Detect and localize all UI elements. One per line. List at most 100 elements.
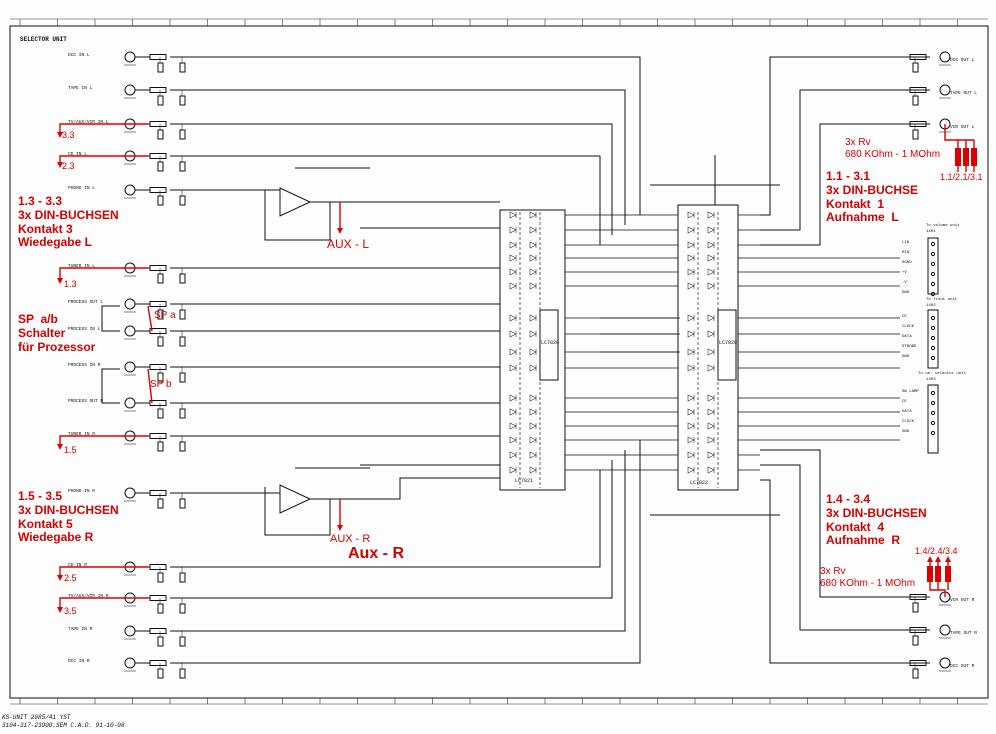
input-shunt-resistor-2 — [179, 498, 186, 509]
connector-sub-ref: 1403 — [926, 378, 936, 382]
connector-pin-label: STROBE — [902, 345, 917, 349]
input-label: PROCESS IN R — [68, 363, 101, 368]
switch-diode — [707, 211, 715, 219]
input-shunt-resistor-2 — [179, 62, 186, 73]
switch-diode — [529, 314, 537, 322]
input-shunt-resistor-2 — [179, 603, 186, 614]
red-arrow-13 — [57, 278, 63, 284]
switch-diode — [687, 254, 695, 262]
connector-pin — [930, 335, 936, 341]
note-left-15: 1.5 - 3.5 3x DIN-BUCHSEN Kontakt 5 Wiede… — [18, 489, 119, 545]
switch-diode — [529, 451, 537, 459]
switch-diode — [509, 211, 517, 219]
connector-pin — [930, 281, 936, 287]
red-aux-r-arrowhead — [337, 525, 343, 531]
input-label: PROCESS IN L — [68, 327, 101, 332]
connector-pin-label: -V — [902, 281, 907, 285]
switch-diode — [509, 466, 517, 474]
output-label: DCC OUT L — [950, 58, 975, 63]
output-shunt-resistor — [912, 602, 919, 613]
red-annotations — [57, 123, 977, 613]
connector-front-ref: 1402 — [926, 304, 936, 308]
ic-label-lc7822: LC7822 — [690, 480, 709, 486]
note-right-11: 1.1 - 3.1 3x DIN-BUCHSE Kontakt 1 Aufnah… — [826, 169, 919, 225]
connector-pin-label: GND — [902, 291, 910, 295]
switch-diode — [687, 364, 695, 372]
input-shunt-resistor — [157, 441, 164, 452]
switch-diode — [707, 268, 715, 276]
switch-diode — [529, 394, 537, 402]
input-label: PROCESS OUT L — [68, 300, 104, 305]
note-arrow-15: 1.5 — [64, 445, 77, 455]
wire-tv-r — [170, 460, 613, 599]
switch-diode — [509, 226, 517, 234]
output-jack — [939, 657, 951, 669]
red-rv-top-lead — [944, 124, 975, 148]
connector-volume-ref: 1401 — [926, 230, 936, 234]
switch-diode — [509, 330, 517, 338]
input-jack — [124, 84, 136, 96]
red-aux-l-arrowhead — [337, 228, 343, 234]
switch-diode — [529, 330, 537, 338]
input-label: PHONO IN R — [68, 489, 96, 494]
switch-diode — [529, 282, 537, 290]
connector-pin — [930, 400, 936, 406]
input-jack — [124, 184, 136, 196]
input-shunt-resistor-2 — [179, 668, 186, 679]
switch-diode — [509, 451, 517, 459]
note-sp: SP a/b Schalter für Prozessor — [18, 312, 96, 354]
input-shunt-resistor-2 — [179, 95, 186, 106]
input-resistor — [149, 564, 167, 570]
connector-pin-label: SW LAMP — [902, 390, 919, 394]
switch-diode — [687, 241, 695, 249]
input-shunt-resistor — [157, 668, 164, 679]
ic-label-lc7821: LC7821 — [515, 478, 534, 484]
switch-diode — [529, 241, 537, 249]
input-shunt-resistor-2 — [179, 572, 186, 583]
switch-diode — [529, 436, 537, 444]
switch-diode — [509, 348, 517, 356]
switch-diode — [687, 408, 695, 416]
wire-out-tape-l — [760, 89, 930, 231]
switch-diode — [707, 314, 715, 322]
left-input-group — [124, 51, 186, 679]
wire-cd-r — [170, 470, 601, 568]
switch-diode — [707, 282, 715, 290]
red-line-25 — [59, 566, 148, 575]
switch-diode — [529, 226, 537, 234]
switch-diode — [707, 451, 715, 459]
input-jack — [124, 625, 136, 637]
red-line-13 — [59, 267, 148, 278]
switch-diode — [509, 282, 517, 290]
output-shunt-resistor — [912, 668, 919, 679]
note-aux-r-small: AUX - R — [330, 533, 371, 545]
input-shunt-resistor-2 — [179, 336, 186, 347]
output-jack — [939, 84, 951, 96]
wire-dcc-l — [170, 56, 641, 215]
switch-diode — [687, 314, 695, 322]
output-label: VCR OUT L — [950, 125, 975, 130]
opamp-right-out — [310, 477, 500, 500]
input-shunt-resistor — [157, 636, 164, 647]
input-resistor — [149, 54, 167, 60]
connector-pin-label: CE — [902, 315, 907, 319]
output-shunt-resistor — [912, 129, 919, 140]
input-resistor — [149, 433, 167, 439]
connector-pin-label: GND — [902, 355, 910, 359]
switch-diode — [687, 348, 695, 356]
ic-group — [499, 204, 760, 491]
switch-diode — [707, 394, 715, 402]
red-rv-top-2 — [963, 148, 969, 166]
output-label: TAPE OUT L — [950, 91, 978, 96]
switch-diode — [687, 394, 695, 402]
connector-pin — [930, 241, 936, 247]
red-arrow-23 — [57, 162, 63, 168]
switch-diode — [687, 211, 695, 219]
note-arrow-13: 1.3 — [64, 279, 77, 289]
footer-line-1: KS-UNIT 2085/41 YST — [2, 714, 71, 721]
switch-array — [509, 211, 760, 488]
red-sp-bracket-bottom — [101, 368, 120, 404]
switch-diode — [707, 254, 715, 262]
switch-diode — [707, 436, 715, 444]
